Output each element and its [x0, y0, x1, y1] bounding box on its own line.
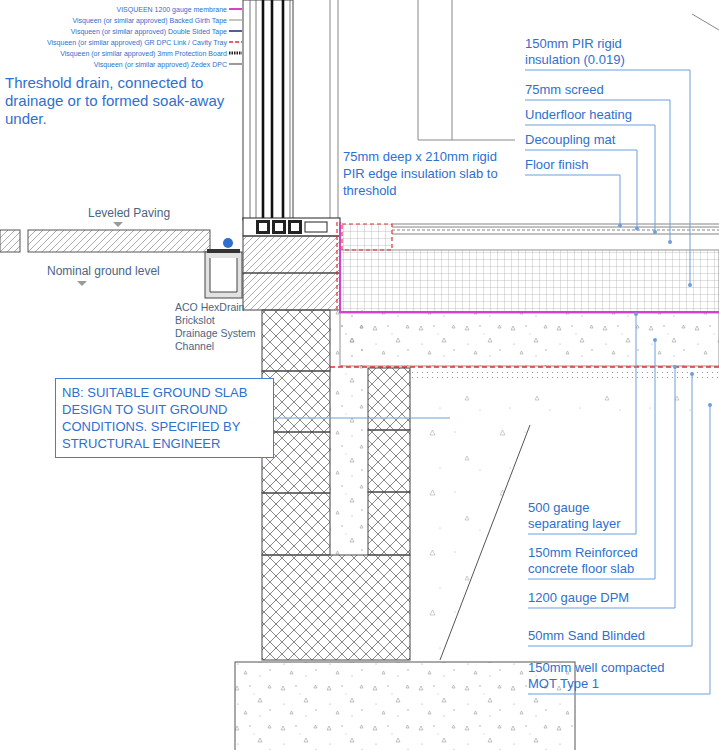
callout-label: Floor finish — [525, 157, 589, 173]
legend-sample — [229, 50, 242, 56]
leader-dot — [688, 283, 692, 287]
leader-dot — [653, 338, 657, 342]
leader-dot — [653, 230, 657, 234]
foundation — [235, 662, 575, 750]
drain-channel — [205, 238, 242, 298]
leader-line — [525, 70, 690, 285]
callout-label: 75mm screed — [525, 82, 604, 98]
edge-insulation — [342, 224, 392, 250]
paving — [0, 230, 210, 252]
sand-blinding — [410, 368, 719, 380]
callout-label: Threshold drain, connected to drainage o… — [5, 74, 240, 128]
legend-sample — [229, 39, 242, 45]
blockwork — [262, 310, 410, 660]
leader-line — [525, 175, 620, 226]
leader-line — [274, 418, 450, 419]
legend-line — [229, 30, 242, 32]
leader-dot — [708, 403, 712, 407]
legend-sample — [229, 17, 242, 23]
legend-line — [229, 19, 242, 21]
legend-text: Visqueen (or similar approved) Double Si… — [71, 27, 227, 36]
legend-text: VISQUEEN 1200 gauge membrane — [116, 5, 227, 14]
callout-label: Decoupling mat — [525, 132, 615, 148]
leader-line — [528, 367, 675, 608]
callout-label: 150mm well compacted MOT Type 1 — [528, 660, 678, 692]
leader-dot — [635, 227, 639, 231]
leader-line — [525, 125, 655, 232]
callout-label: 500 gauge separating layer — [528, 500, 640, 532]
callout-label: Leveled Paving — [88, 206, 170, 220]
legend-line — [229, 8, 242, 10]
callout-label: Nominal ground level — [47, 264, 160, 278]
threshold-drain — [223, 238, 233, 248]
leader-line — [525, 150, 637, 229]
leader-line — [525, 100, 670, 242]
brick-courses — [243, 236, 340, 310]
legend-row: VISQUEEN 1200 gauge membrane — [0, 4, 242, 14]
excavation-line — [440, 425, 530, 660]
leader-line — [528, 340, 655, 579]
concrete-slab — [340, 313, 719, 366]
leader-dot — [618, 224, 622, 228]
leader-dot — [634, 312, 638, 316]
legend-text: Visqueen (or similar approved) 3mm Prote… — [60, 49, 227, 58]
door-sill — [243, 218, 340, 236]
wall-outline — [330, 0, 719, 222]
leader-dot — [690, 372, 694, 376]
door-frame — [243, 0, 293, 220]
callout-label: 150mm PIR rigid insulation (0.019) — [525, 36, 665, 68]
callout-label: 75mm deep x 210mm rigid PIR edge insulat… — [343, 148, 511, 199]
legend-text: Visqueen (or similar approved) Backed Gi… — [72, 16, 227, 25]
callout-label: 1200 gauge DPM — [528, 590, 629, 606]
note-box: NB: SUITABLE GROUND SLAB DESIGN TO SUIT … — [55, 378, 274, 458]
legend-text: Visqueen (or similar approved) GR DPC Li… — [47, 38, 227, 47]
legend-text: Visqueen (or similar approved) Zedex DPC — [94, 60, 227, 69]
legend-line — [229, 41, 242, 42]
legend-line — [229, 52, 242, 55]
legend-row: Visqueen (or similar approved) Backed Gi… — [0, 15, 242, 25]
pir-insulation — [340, 250, 719, 312]
legend-sample — [229, 28, 242, 34]
callout-label: Underfloor heating — [525, 107, 632, 123]
legend-sample — [229, 6, 242, 12]
callout-label: 150mm Reinforced concrete floor slab — [528, 545, 656, 577]
leader-line — [528, 374, 692, 646]
membrane — [340, 222, 719, 312]
hardcore — [410, 380, 719, 660]
legend-sample — [229, 61, 242, 67]
dpc-link — [336, 222, 337, 310]
legend-row: Visqueen (or similar approved) Double Si… — [0, 26, 242, 36]
note-text: NB: SUITABLE GROUND SLAB DESIGN TO SUIT … — [62, 384, 267, 452]
callout-label: 50mm Sand Blinded — [528, 628, 645, 644]
leader-dot — [673, 365, 677, 369]
dpm-line — [330, 366, 719, 367]
callout-label: ACO HexDrain Brickslot Drainage System C… — [175, 301, 259, 353]
legend-row: Visqueen (or similar approved) Zedex DPC — [0, 59, 242, 69]
leader-line — [528, 405, 710, 694]
legend-line — [229, 63, 242, 65]
legend-row: Visqueen (or similar approved) GR DPC Li… — [0, 37, 242, 47]
leader-dot — [668, 240, 672, 244]
legend-row: Visqueen (or similar approved) 3mm Prote… — [0, 48, 242, 58]
